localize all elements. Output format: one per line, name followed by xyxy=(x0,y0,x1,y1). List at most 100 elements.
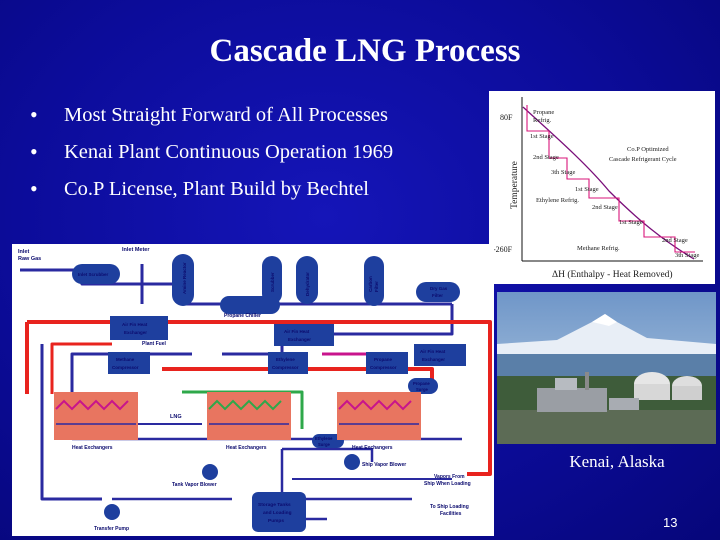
inlet-meter-label: Inlet Meter xyxy=(122,247,150,253)
legend-label: Cascade Refrigerant Cycle xyxy=(609,156,677,163)
mountain-peak xyxy=(592,314,617,326)
transfer-pump-label: Transfer Pump xyxy=(94,526,129,532)
heat-exchangers-label: Heat Exchangers xyxy=(352,445,393,451)
scrubber-label: Scrubber xyxy=(270,272,275,292)
bullet-text: Co.P License, Plant Build by Bechtel xyxy=(64,178,369,200)
heat-exchangers-label: Heat Exchangers xyxy=(226,445,267,451)
bullet-dot-icon: • xyxy=(30,102,38,127)
stage-label: 3th Stage xyxy=(551,169,575,176)
slide-title: Cascade LNG Process xyxy=(209,33,521,69)
stage-label: 1st Stage xyxy=(619,219,643,226)
kenai-plant-photo xyxy=(497,292,716,444)
refrigeration-staircase xyxy=(526,105,695,253)
vapors-from-ship-label: Ship When Loading xyxy=(424,481,471,487)
air-fin-label: Exchanger xyxy=(288,337,311,342)
ethylene-label: Ethylene Refrig. xyxy=(536,197,579,204)
carbon-filter-label: Carbon xyxy=(368,276,373,292)
bullet-text: Most Straight Forward of All Processes xyxy=(64,104,388,126)
ethylene-compressor-label: Ethylene xyxy=(276,357,295,362)
air-fin-exchanger xyxy=(414,344,466,366)
propane-label: Refrig. xyxy=(533,117,552,124)
vapors-from-ship-label: Vapors From xyxy=(434,474,465,480)
stage-label: 2nd Stage xyxy=(533,154,559,161)
scrubber-vessel xyxy=(262,256,282,304)
methane-label: Methane Refrig. xyxy=(577,245,620,252)
plant-building xyxy=(537,388,607,412)
stage-label: 2nd Stage xyxy=(662,237,688,244)
inlet-raw-gas-label: Inlet xyxy=(18,249,29,255)
transfer-pump xyxy=(104,504,120,520)
propane-chiller-label: Propane Chiller xyxy=(224,313,261,319)
inlet-scrubber-label: Inlet Scrubber xyxy=(78,272,109,277)
ground xyxy=(497,410,716,444)
page-number: 13 xyxy=(663,515,678,530)
stack xyxy=(585,372,589,390)
y-bottom-label: -260F xyxy=(493,245,513,254)
air-fin-label: Air Fin Heat xyxy=(122,322,148,327)
bullet-text: Kenai Plant Continuous Operation 1969 xyxy=(64,141,394,163)
plant-building xyxy=(609,398,639,410)
ethylene-surge-label: Surge xyxy=(318,442,331,447)
photo-caption: Kenai, Alaska xyxy=(569,452,665,471)
tank-vapor-blower xyxy=(202,464,218,480)
dry-gas-filter-vessel xyxy=(416,282,460,302)
storage-tank xyxy=(634,384,670,400)
stage-label: 1st Stage xyxy=(530,133,554,140)
propane-label: Propane xyxy=(533,109,554,116)
methane-compressor-label: Methane xyxy=(116,357,135,362)
stage-label: 1st Stage xyxy=(575,186,599,193)
air-fin-label: Exchanger xyxy=(422,357,445,362)
exchanger-coil xyxy=(338,399,412,411)
air-fin-exchanger xyxy=(110,316,168,340)
propane-chiller-vessel xyxy=(220,296,280,314)
air-fin-label: Air Fin Heat xyxy=(420,349,446,354)
bullet-list: •Most Straight Forward of All Processes … xyxy=(30,100,393,211)
amine-reactor-label: Amine Reactor xyxy=(182,262,187,294)
stage-label: 3th Stage xyxy=(675,252,699,259)
ship-vapor-blower xyxy=(344,454,360,470)
dry-gas-filter-label: Filter xyxy=(432,293,443,298)
storage-tank xyxy=(672,386,702,400)
heat-exchanger-3 xyxy=(337,392,421,440)
plant-building xyxy=(555,378,577,390)
methane-compressor-label: Compressor xyxy=(112,365,139,370)
inlet-raw-gas-label: Raw Gas xyxy=(18,256,41,262)
dehydrator-vessel xyxy=(296,256,318,304)
storage-tanks-label: Storage Tanks xyxy=(258,502,291,508)
mountain xyxy=(497,314,716,362)
ship-vapor-blower-label: Ship Vapor Blower xyxy=(362,462,406,468)
air-fin-label: Exchanger xyxy=(124,330,147,335)
air-fin-line xyxy=(50,342,112,394)
dehydrator-label: Dehydrator xyxy=(305,272,310,296)
exchanger-coil xyxy=(208,399,282,411)
lng-label: LNG xyxy=(170,414,182,420)
x-axis-label: ΔH (Enthalpy - Heat Removed) xyxy=(552,269,673,280)
bullet-dot-icon: • xyxy=(30,139,38,164)
vapor-line xyxy=(282,447,374,462)
air-fin-exchanger xyxy=(274,324,334,346)
air-fin-label: Air Fin Heat xyxy=(284,329,310,334)
bullet-item: • Most Straight Forward of All Processes xyxy=(30,100,393,137)
bullet-item: •Co.P License, Plant Build by Bechtel xyxy=(30,174,393,211)
y-axis-label: Temperature xyxy=(510,161,520,209)
dry-gas-filter-label: Dry Gas xyxy=(430,286,448,291)
bullet-item: • Kenai Plant Continuous Operation 1969 xyxy=(30,137,393,174)
storage-tank xyxy=(252,492,306,532)
exchanger-coil xyxy=(55,399,129,411)
heat-exchanger-1 xyxy=(54,392,138,440)
stage-label: 2nd Stage xyxy=(592,204,618,211)
carbon-filter-label: Filter xyxy=(374,281,379,292)
propane-surge-vessel xyxy=(408,378,438,394)
storage-tanks-label: Pumps xyxy=(268,518,284,524)
carbon-filter-vessel xyxy=(364,256,384,306)
heat-exchanger-2 xyxy=(207,392,291,440)
legend-label: Co.P Optimized xyxy=(627,146,669,153)
cascade-cooling-curve: Temperature 80F -260F Propane Refrig. 1s… xyxy=(489,91,715,284)
y-top-label: 80F xyxy=(500,113,513,122)
propane-surge-label: Surge xyxy=(416,387,429,392)
lng-process-diagram: Inlet Raw Gas Inlet Meter Inlet Scrubber… xyxy=(12,244,494,536)
propane-compressor-label: Compressor xyxy=(370,365,397,370)
ethylene-surge-vessel xyxy=(312,434,344,448)
water xyxy=(497,354,716,376)
